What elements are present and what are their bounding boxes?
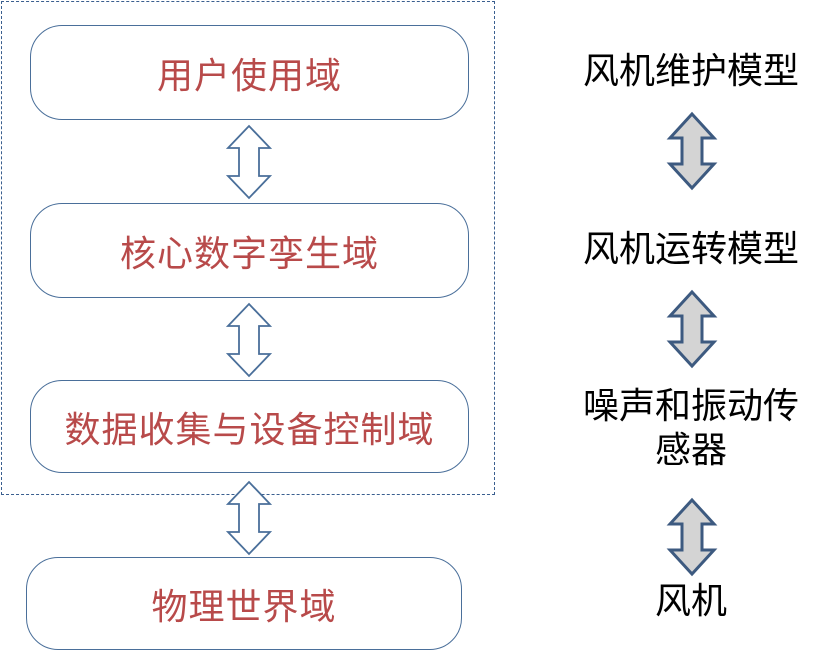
data-control-domain-label: 数据收集与设备控制域 — [64, 409, 435, 451]
user-domain-label: 用户使用域 — [156, 55, 342, 97]
double-arrow-twin-data — [225, 302, 273, 378]
double-arrow-user-twin — [225, 124, 273, 200]
data-control-domain-box: 数据收集与设备控制域 — [30, 380, 469, 473]
maintenance-model-label: 风机维护模型 — [582, 51, 799, 92]
core-twin-domain-label: 核心数字孪生域 — [119, 233, 379, 275]
double-arrow-data-physical — [225, 480, 273, 556]
double-arrow-oper-sensor — [666, 289, 718, 369]
double-arrow-sensor-fan — [666, 497, 718, 577]
core-twin-domain-box: 核心数字孪生域 — [30, 203, 469, 298]
sensor-label: 噪声和振动传感器 — [582, 386, 799, 471]
double-arrow-maint-oper — [666, 111, 718, 191]
physical-world-domain-label: 物理世界域 — [151, 586, 337, 628]
user-domain-box: 用户使用域 — [30, 25, 469, 120]
physical-world-domain-box: 物理世界域 — [26, 557, 462, 650]
operation-model-label: 风机运转模型 — [582, 229, 799, 270]
wind-turbine-label: 风机 — [654, 581, 727, 622]
